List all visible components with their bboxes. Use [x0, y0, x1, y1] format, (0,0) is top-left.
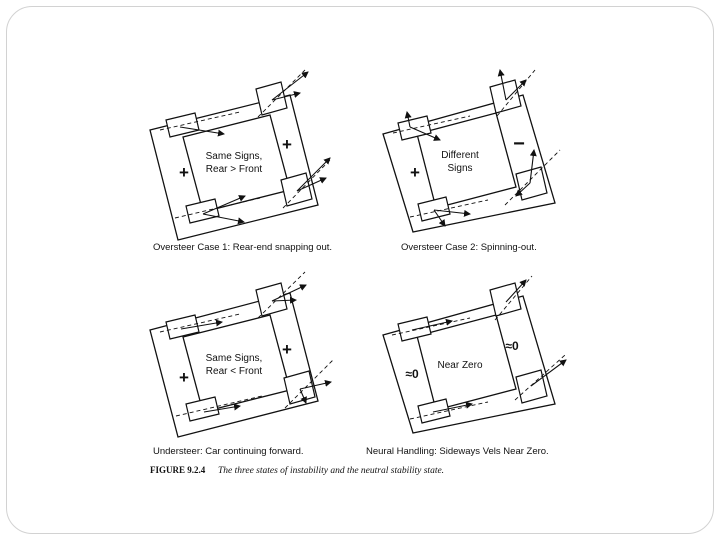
- slide-frame: [6, 6, 714, 534]
- panel-caption: Neural Handling: Sideways Vels Near Zero…: [366, 446, 549, 457]
- right-sign: ≈0: [505, 339, 519, 353]
- panel-caption: Oversteer Case 2: Spinning-out.: [401, 242, 537, 253]
- rear-left-wheel: [159, 111, 241, 138]
- front-right-wheel: [504, 149, 561, 206]
- panel-caption: Understeer: Car continuing forward.: [153, 446, 304, 457]
- car-body-outline: [149, 292, 319, 438]
- panel-oversteer-case-1: Same Signs, Rear > Front + + Oversteer C…: [149, 69, 332, 253]
- rear-right-wheel: [174, 195, 261, 225]
- panel-oversteer-case-2: Different Signs + − Oversteer Case 2: Sp…: [382, 69, 561, 253]
- left-sign: +: [410, 163, 420, 182]
- center-text-line-2: Rear > Front: [206, 164, 263, 175]
- center-text-line-2: Rear < Front: [206, 366, 263, 377]
- right-sign: +: [282, 340, 292, 359]
- figure-caption-text: The three states of instability and the …: [218, 465, 444, 476]
- center-text-line-2: Signs: [447, 163, 472, 174]
- car-cabin-outline: [416, 112, 517, 209]
- center-text-line-1: Same Signs,: [206, 151, 263, 162]
- rear-left-wheel: [391, 316, 471, 342]
- rear-right-wheel: [175, 395, 263, 422]
- front-right-wheel: [280, 157, 331, 209]
- front-left-wheel: [255, 271, 307, 319]
- rear-right-wheel: [409, 398, 489, 424]
- left-sign: +: [179, 368, 189, 387]
- front-left-wheel: [489, 69, 536, 117]
- rear-left-wheel: [392, 111, 471, 141]
- front-left-wheel: [255, 69, 309, 118]
- rear-left-wheel: [159, 313, 241, 340]
- right-sign: −: [513, 133, 525, 155]
- panel-caption: Oversteer Case 1: Rear-end snapping out.: [153, 242, 332, 253]
- right-sign: +: [282, 135, 292, 154]
- front-right-wheel: [514, 354, 567, 404]
- panel-understeer: Same Signs, Rear < Front + + Understeer:…: [149, 271, 334, 457]
- front-left-wheel: [489, 275, 533, 321]
- rear-right-wheel: [409, 196, 489, 227]
- front-right-wheel: [283, 359, 334, 409]
- panel-neutral-handling: Near Zero ≈0 ≈0 Neural Handling: Sideway…: [366, 275, 567, 457]
- center-text-line-1: Different: [441, 150, 479, 161]
- center-text-line-1: Same Signs,: [206, 353, 263, 364]
- left-sign: +: [179, 163, 189, 182]
- figure-caption-label: FIGURE 9.2.4: [150, 465, 206, 475]
- left-sign: ≈0: [405, 367, 419, 381]
- car-cabin-outline: [416, 314, 517, 411]
- center-text-line-1: Near Zero: [437, 360, 482, 371]
